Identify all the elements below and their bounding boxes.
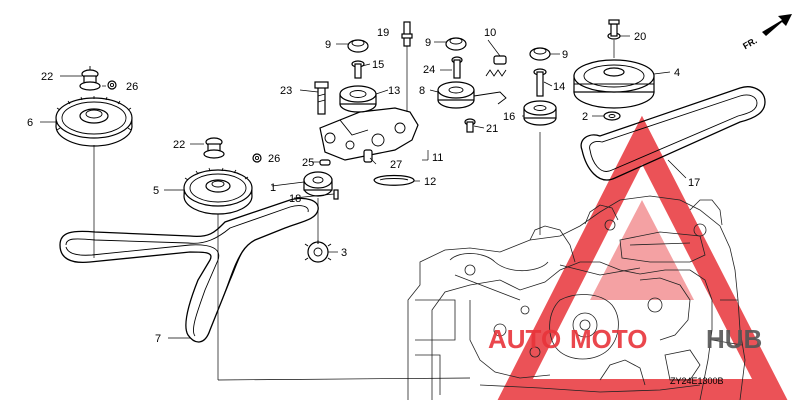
bolt-20 [607,19,621,40]
leader-lines [40,35,687,339]
callout-3: 3 [341,247,347,259]
bolt-14 [533,68,547,97]
callout-17: 17 [688,177,700,189]
bolt-22-upper [79,66,101,91]
cap-9-left [347,39,369,53]
oring-12 [373,174,415,186]
callout-24: 24 [423,64,435,76]
callout-13: 13 [388,85,400,97]
idler-pulley-16 [523,100,557,126]
callout-9-right: 9 [562,49,568,61]
callout-20: 20 [634,31,646,43]
driven-pulley-4 [573,59,655,109]
tensioner-pulley-13 [339,85,377,113]
cap-9-right [529,47,551,61]
callout-12: 12 [424,176,436,188]
callout-9-left: 9 [325,39,331,51]
watermark-text: AUTO MOTO HUB [488,324,762,354]
bolt-22-lower [203,137,225,159]
callout-2: 2 [582,111,588,123]
callout-22-lower: 22 [173,139,185,151]
callout-25: 25 [302,157,314,169]
callout-labels: 1 2 3 4 5 6 7 8 9 9 9 10 11 12 13 14 15 … [27,27,700,345]
callout-27: 27 [390,159,402,171]
pin-27 [363,149,373,163]
callout-14: 14 [553,81,565,93]
callout-10: 10 [484,27,496,39]
callout-1: 1 [270,182,276,194]
callout-21: 21 [486,123,498,135]
timing-belt-guide-3 [304,240,332,263]
engine-block [407,195,746,400]
callout-7: 7 [155,333,161,345]
crankshaft-pulley-1 [303,171,333,197]
bolt-15 [351,60,365,79]
washer-26-upper [107,80,117,90]
bolt-21 [464,118,476,133]
pin-25 [319,159,331,166]
lead-line-5-engine [217,377,471,381]
callout-6: 6 [27,117,33,129]
washer-26-lower [252,153,262,163]
callout-11: 11 [432,152,443,164]
callout-15: 15 [372,59,384,71]
tensioner-pulley-8 [437,81,507,109]
washer-2 [603,111,621,121]
diagram-code: ZY24E1300B [670,376,724,386]
callout-16: 16 [503,111,515,123]
watermark-word-auto: AUTO [488,324,561,354]
front-arrow-icon: FR. [741,14,792,51]
watermark-logo [497,115,788,400]
cap-9-mid [445,37,467,51]
bolt-24 [451,56,463,79]
camshaft-pulley-6 [55,96,133,147]
callout-26-lower: 26 [268,153,280,165]
watermark-word-moto: MOTO [570,324,648,354]
callout-19: 19 [377,27,389,39]
callout-5: 5 [153,185,159,197]
timing-belt-7 [59,197,319,343]
front-marker-label: FR. [741,35,759,51]
callout-22-upper: 22 [41,71,53,83]
callout-4: 4 [674,67,680,79]
camshaft-pulley-5 [183,167,253,215]
callout-23: 23 [280,85,292,97]
spring-10 [485,55,507,77]
callout-8: 8 [419,85,425,97]
key-18 [333,189,339,200]
stud-bolt-19 [401,21,413,47]
watermark-word-hub: HUB [706,324,762,354]
callout-26-upper: 26 [126,81,138,93]
callout-9-mid: 9 [425,37,431,49]
timing-belt-17 [580,86,766,181]
callout-18: 18 [289,193,301,205]
bolt-23 [314,81,329,115]
